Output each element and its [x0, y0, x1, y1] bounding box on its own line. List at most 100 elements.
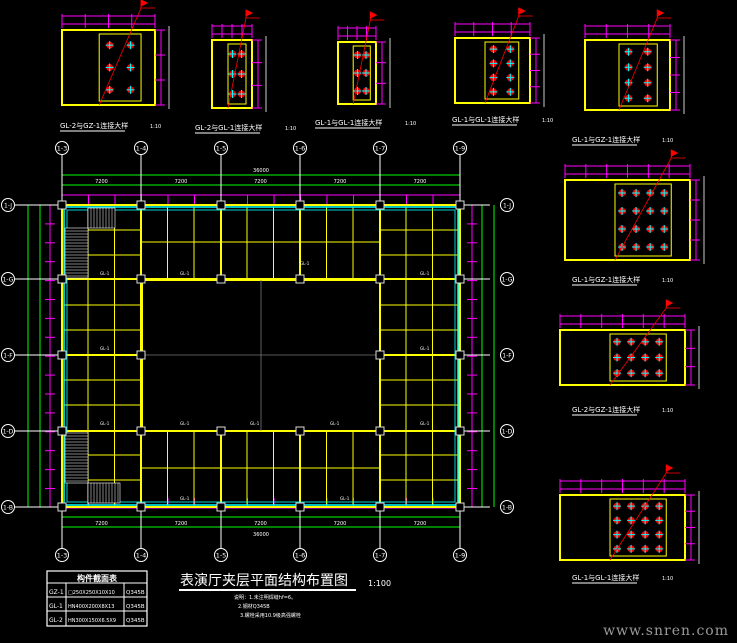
steel-column	[375, 502, 385, 512]
beam-label: GL-1	[420, 271, 430, 276]
axis-bubble	[55, 141, 69, 155]
axis-bubble	[1, 424, 15, 438]
axis-bubble	[373, 141, 387, 155]
steel-column	[455, 350, 465, 360]
table-cell-id: GL-2	[49, 617, 63, 624]
axis-label: 1-F	[3, 353, 13, 360]
steel-column	[375, 426, 385, 436]
steel-column	[57, 502, 67, 512]
axis-bubble	[500, 198, 514, 212]
axis-bubble	[1, 198, 15, 212]
steel-column	[295, 426, 305, 436]
steel-column	[136, 426, 146, 436]
steel-column	[216, 200, 226, 210]
axis-label: 1-5	[216, 552, 227, 560]
steel-column	[295, 274, 305, 284]
drawing-title: 表演厅夹层平面结构布置图	[180, 573, 348, 589]
axis-bubble	[1, 500, 15, 514]
axis-bubble	[453, 548, 467, 562]
slab-edge	[66, 209, 456, 503]
title-block: 表演厅夹层平面结构布置图 1:100 说明：1.未注明焊缝hf=6。 2.钢材Q…	[179, 573, 391, 619]
beam-label: GL-1	[180, 496, 190, 501]
splice-plate	[484, 41, 520, 100]
splice-plate	[609, 498, 667, 557]
span-dimension: 7200	[414, 521, 427, 527]
detail-title: GL-1与GZ-1连接大样	[572, 135, 640, 144]
axis-label: 1-3	[57, 552, 68, 560]
axis-label: 1-7	[375, 552, 386, 560]
table-cell-material: Q345B	[126, 590, 145, 596]
detail-scale: 1:10	[150, 124, 161, 130]
steel-column	[375, 200, 385, 210]
stair	[87, 207, 116, 229]
axis-label: 1-3	[57, 145, 68, 153]
section-table: 构件截面表 GZ-1 □250X250X10X10 Q345B GL-1 HN4…	[46, 570, 148, 627]
axis-label: 1-4	[136, 552, 147, 560]
detail-drawing: GL-1与GL-1连接大样 1:10	[315, 11, 416, 129]
steel-column	[295, 200, 305, 210]
detail-title: GL-1与GL-1连接大样	[315, 118, 382, 127]
watermark: www.snren.com	[603, 623, 729, 639]
note-2: 2.钢材Q345B	[238, 603, 270, 610]
beam-label: GL-1	[420, 421, 430, 426]
axis-label: 1-B	[502, 505, 512, 512]
detail-title: GL-1与GZ-1连接大样	[572, 275, 640, 284]
total-dimension: 36000	[253, 532, 269, 538]
table-cell-material: Q345B	[126, 618, 145, 624]
detail-title: GL-1与GL-1连接大样	[452, 115, 519, 124]
stair	[64, 432, 89, 484]
steel-column	[57, 426, 67, 436]
weld-flag-icon	[665, 299, 674, 308]
beam-label: GL-1	[250, 421, 260, 426]
axis-label: 1-B	[3, 505, 13, 512]
steel-column	[375, 350, 385, 360]
detail-scale: 1:10	[405, 121, 416, 127]
steel-column	[136, 200, 146, 210]
span-dimension: 7200	[334, 521, 347, 527]
splice-plate	[618, 43, 658, 107]
beam-label: GL-1	[180, 421, 190, 426]
axis-bubble	[293, 141, 307, 155]
steel-column	[295, 502, 305, 512]
weld-leader	[614, 157, 672, 261]
splice-plate	[614, 183, 672, 257]
table-cell-spec: HN300X150X6.5X9	[68, 618, 116, 624]
steel-column	[216, 502, 226, 512]
span-dimension: 7200	[175, 179, 188, 185]
weld-leader	[609, 472, 667, 561]
axis-label: 1-6	[295, 552, 306, 560]
steel-column	[136, 350, 146, 360]
weld-flag-icon	[518, 7, 526, 16]
table-cell-spec: □250X250X10X10	[68, 590, 115, 596]
splice-plate	[352, 45, 371, 101]
axis-label: 1-G	[3, 277, 14, 284]
span-dimension: 7200	[95, 521, 108, 527]
axis-bubble	[214, 141, 228, 155]
span-dimension: 7200	[254, 179, 267, 185]
drawing-scale: 1:100	[368, 579, 391, 588]
steel-column	[375, 274, 385, 284]
beam-label: GL-1	[300, 261, 310, 266]
stair-outline	[64, 227, 89, 279]
steel-column	[136, 274, 146, 284]
detail-title: GL-1与GL-1连接大样	[572, 573, 639, 582]
steel-column	[455, 200, 465, 210]
axis-label: 1-9	[455, 145, 466, 153]
span-dimension: 7200	[254, 521, 267, 527]
axis-bubble	[373, 548, 387, 562]
plate-outline	[211, 39, 253, 109]
stair-outline	[64, 432, 89, 484]
axis-label: 1-D	[502, 429, 513, 436]
axis-label: 1-7	[375, 145, 386, 153]
axis-bubble	[453, 141, 467, 155]
detail-scale: 1:10	[662, 138, 673, 144]
weld-flag-icon	[245, 9, 254, 18]
splice-plate	[609, 333, 667, 382]
beam-label: GL-1	[100, 271, 110, 276]
weld-flag-icon	[656, 9, 665, 18]
plate-outline	[337, 41, 377, 105]
beam-label: GL-1	[100, 346, 110, 351]
